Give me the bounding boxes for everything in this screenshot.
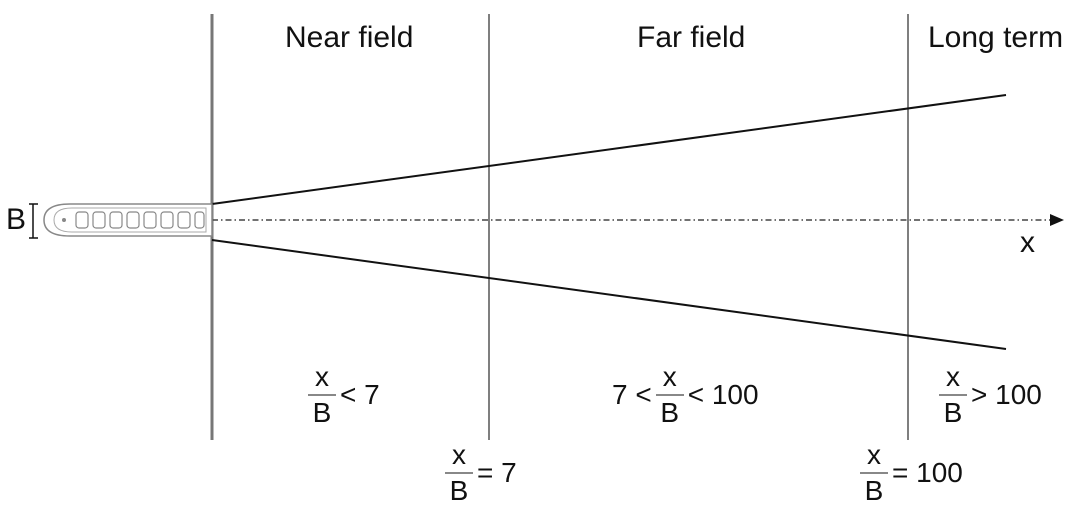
fraction-denominator: B [864, 475, 884, 506]
beam-bracket-icon [29, 203, 38, 239]
condition-post: < 100 [687, 379, 759, 410]
ship-icon [43, 203, 213, 237]
boundary-far-long: x B = 100 [856, 440, 963, 506]
fraction: x B [655, 361, 684, 428]
fraction-denominator: B [449, 475, 469, 506]
x-axis-arrowhead [1050, 214, 1064, 226]
condition-near-field: x B < 7 [304, 362, 380, 428]
fraction-numerator: x [867, 439, 881, 470]
fraction-bar [939, 394, 967, 396]
fraction-bar [445, 472, 473, 474]
zone-title-far-field: Far field [637, 21, 746, 54]
fraction-bar [655, 394, 684, 396]
fraction-denominator: B [943, 397, 963, 428]
fraction-bar [308, 394, 336, 396]
fraction-denominator: B [660, 397, 680, 428]
fraction: x B [308, 362, 336, 428]
condition-far-field: 7 < x B < 100 [612, 362, 759, 428]
wake-upper-edge [211, 94, 1007, 205]
fraction-numerator: x [315, 361, 329, 392]
boundary-post: = 100 [892, 457, 963, 488]
fraction-numerator: x [946, 361, 960, 392]
fraction-denominator: B [312, 397, 332, 428]
condition-post: > 100 [971, 379, 1042, 410]
zone-title-long-term: Long term [928, 21, 1064, 54]
fraction-numerator: x [662, 361, 677, 392]
zone-title-near-field: Near field [285, 21, 414, 54]
condition-post: < 7 [340, 379, 380, 410]
fraction: x B [939, 362, 967, 428]
boundary-post: = 7 [477, 457, 517, 488]
fraction: x B [860, 440, 888, 506]
fraction-bar [860, 472, 888, 474]
condition-pre: 7 < [612, 379, 652, 410]
x-axis-label: x [1020, 226, 1035, 259]
fraction-numerator: x [452, 439, 466, 470]
wake-lower-edge [211, 239, 1007, 350]
beam-label: B [6, 203, 27, 236]
condition-long-term: x B > 100 [935, 362, 1042, 428]
fraction: x B [445, 440, 473, 506]
boundary-near-far: x B = 7 [441, 440, 517, 506]
